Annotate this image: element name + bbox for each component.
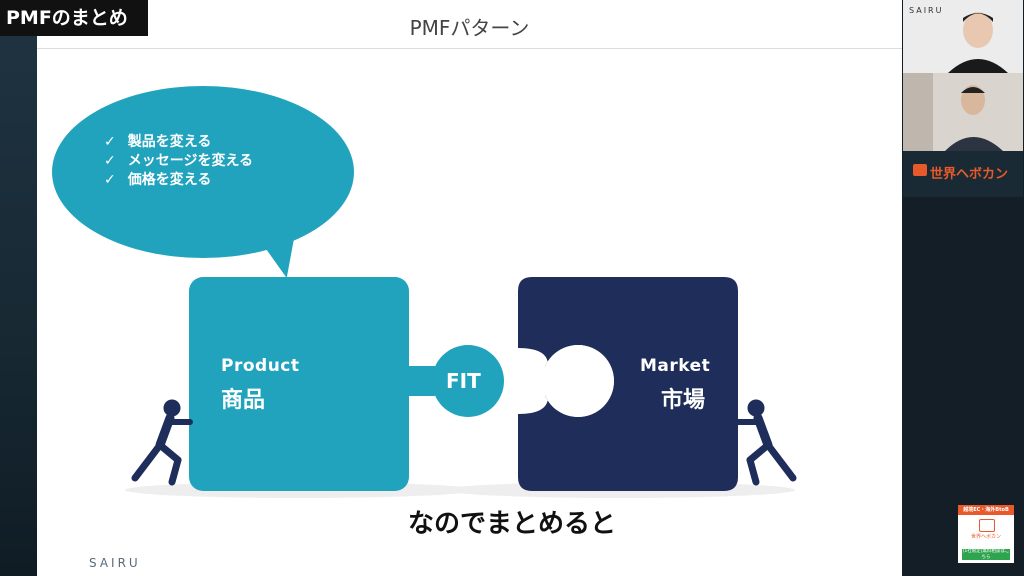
- connector-neck: [405, 366, 435, 396]
- market-socket: [542, 345, 614, 417]
- ad-cta-button[interactable]: [1社限定]無料相談はこちら: [962, 549, 1010, 560]
- product-label-jp: 商品: [221, 388, 266, 413]
- avatar: [948, 12, 1008, 73]
- ad-banner[interactable]: 越境EC・海外BtoB 世界ヘボカン [1社限定]無料相談はこちら: [958, 505, 1014, 563]
- check-icon: ✓: [104, 153, 116, 169]
- market-piece: [518, 277, 738, 491]
- check-icon: ✓: [104, 172, 116, 188]
- background-left: [0, 0, 37, 576]
- bubble-item: ✓ 価格を変える: [104, 171, 253, 190]
- fit-label: FIT: [446, 369, 481, 393]
- market-label-en: Market: [640, 356, 711, 376]
- ad-top-label: 越境EC・海外BtoB: [958, 505, 1014, 515]
- slide-title: PMFパターン: [409, 16, 530, 40]
- cam-brand: SAIRU: [909, 6, 944, 15]
- bubble-item: ✓ メッセージを変える: [104, 152, 253, 171]
- fit-connector: [432, 345, 504, 417]
- slide-brand: SAIRU: [89, 556, 141, 570]
- product-piece: [189, 277, 409, 491]
- subtitle-caption: なのでまとめると: [407, 509, 616, 539]
- bubble-item: ✓ 製品を変える: [104, 133, 253, 152]
- title-divider: [37, 48, 902, 49]
- bubble-item-text: メッセージを変える: [127, 153, 254, 169]
- pushing-figure-right: [735, 399, 797, 486]
- product-label-en: Product: [221, 356, 300, 376]
- check-icon: ✓: [104, 134, 116, 150]
- chat-icon: [913, 164, 927, 176]
- sponsor-logo-text: 世界ヘボカン: [930, 167, 1009, 182]
- ad-brand: 世界ヘボカン: [970, 534, 1001, 540]
- bubble-item-text: 製品を変える: [127, 134, 212, 150]
- participant-video-1[interactable]: SAIRU: [903, 0, 1023, 73]
- bubble-list: ✓ 製品を変える ✓ メッセージを変える ✓ 価格を変える: [104, 133, 253, 190]
- bubble-item-text: 価格を変える: [127, 172, 212, 188]
- chat-icon: [979, 519, 995, 532]
- speech-bubble: [52, 86, 354, 258]
- section-label: PMFのまとめ: [0, 0, 148, 36]
- market-label-jp: 市場: [661, 388, 706, 413]
- participant-video-2[interactable]: [903, 73, 1023, 151]
- avatar: [903, 73, 1003, 151]
- pushing-figure-left: [131, 399, 193, 486]
- socket-neck: [515, 356, 545, 406]
